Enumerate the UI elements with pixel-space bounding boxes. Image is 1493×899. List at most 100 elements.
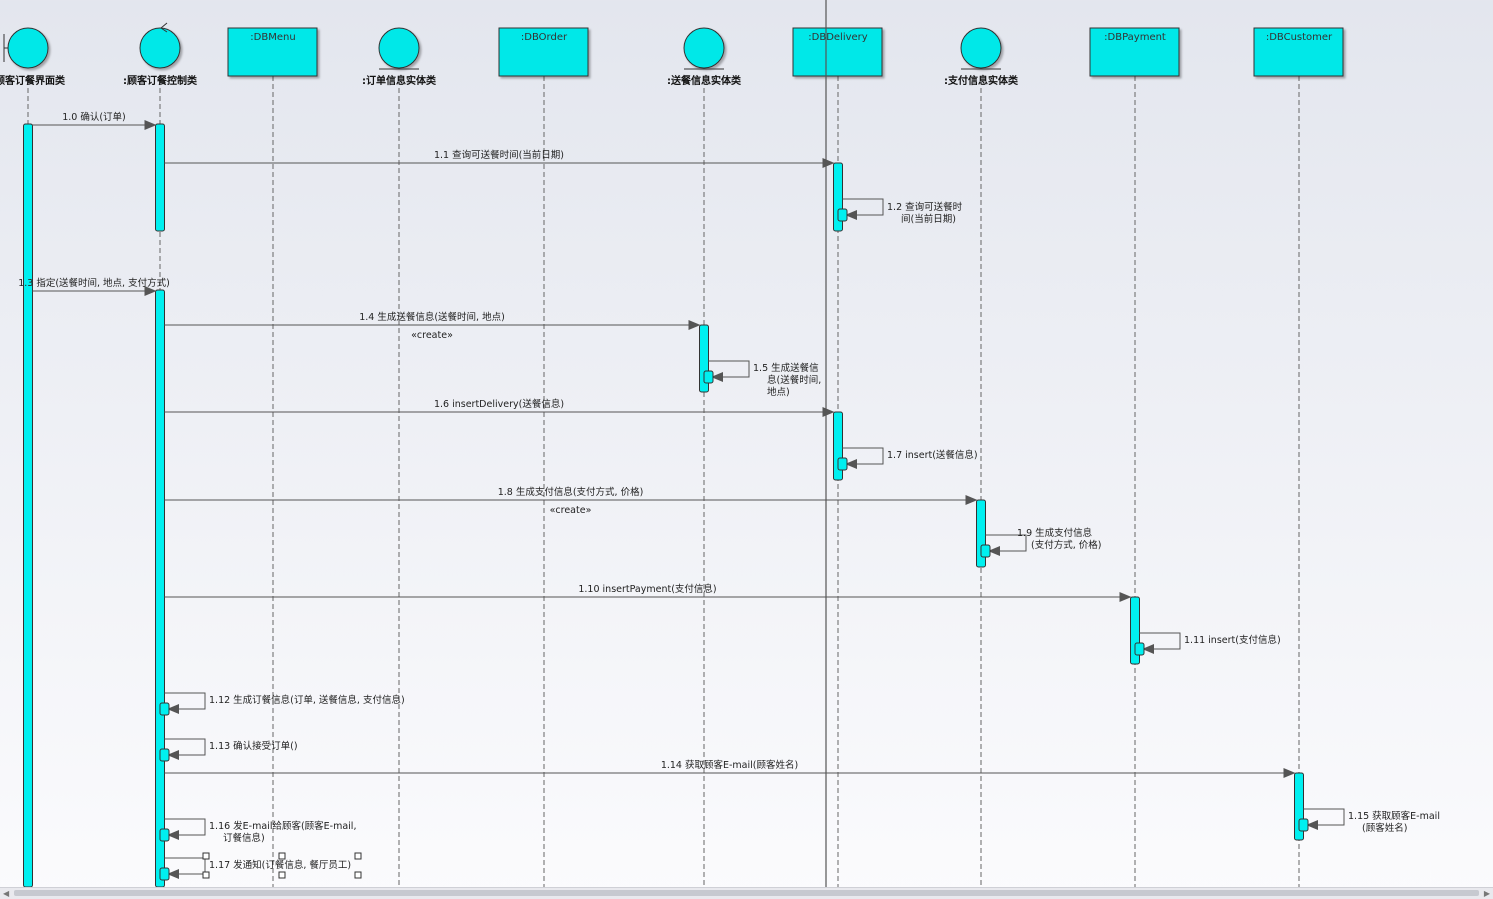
boundary-icon (7, 27, 49, 69)
selection-handle[interactable] (278, 852, 286, 860)
message[interactable]: 1.1 查询可送餐时间(当前日期) (164, 149, 835, 168)
self-message-arrow[interactable] (985, 534, 1027, 556)
self-activation (980, 544, 991, 558)
message-label: 1.5 生成送餐信息(送餐时间,地点) (753, 362, 821, 398)
selection-handle[interactable] (354, 871, 362, 879)
lifeline-label: :DBCustomer (1266, 32, 1333, 43)
entity-icon (960, 27, 1002, 69)
message[interactable]: 1.8 生成支付信息(支付方式, 价格) «create» (164, 486, 978, 516)
message-label: 1.4 生成送餐信息(送餐时间, 地点) (359, 311, 505, 323)
message-label: 1.9 生成支付信息(支付方式, 价格) (1017, 527, 1101, 551)
lifeline[interactable]: :DBOrder (498, 27, 589, 887)
message[interactable]: 1.12 生成订餐信息(订单, 送餐信息, 支付信息) (159, 692, 405, 716)
message-label: 1.8 生成支付信息(支付方式, 价格) (498, 486, 644, 498)
message[interactable]: 1.2 查询可送餐时间(当前日期) (837, 198, 963, 225)
self-message-arrow[interactable] (842, 447, 884, 469)
scroll-left-icon[interactable]: ◀ (3, 889, 10, 898)
lifeline-label: :DBOrder (521, 32, 568, 43)
lifeline-label: :DBMenu (250, 32, 295, 43)
lifeline[interactable]: :订单信息实体类 (362, 27, 436, 887)
self-message-arrow[interactable] (1139, 632, 1181, 654)
entity-icon (683, 27, 725, 69)
self-activation (1134, 642, 1145, 656)
lifeline[interactable]: :DBDelivery (792, 27, 883, 887)
self-message-arrow[interactable] (1303, 808, 1345, 830)
class-box[interactable] (1253, 27, 1344, 77)
activation-bar[interactable] (23, 123, 33, 887)
self-activation (159, 748, 170, 762)
self-activation (159, 828, 170, 842)
message[interactable]: 1.9 生成支付信息(支付方式, 价格) (980, 527, 1101, 558)
self-activation (703, 370, 714, 384)
message[interactable]: 1.16 发E-mail给顾客(顾客E-mail,订餐信息) (159, 818, 356, 844)
message-label: 1.0 确认(订单) (62, 111, 126, 123)
message[interactable]: 1.15 获取顾客E-mail(顾客姓名) (1298, 808, 1440, 834)
class-box[interactable] (792, 27, 883, 77)
message-label: 1.15 获取顾客E-mail(顾客姓名) (1348, 810, 1440, 834)
self-message-arrow[interactable] (708, 360, 750, 382)
lifeline-label: :送餐信息实体类 (667, 74, 741, 87)
message-label: 1.2 查询可送餐时间(当前日期) (887, 201, 963, 225)
self-message-arrow[interactable] (164, 857, 206, 879)
lifeline[interactable]: :支付信息实体类 (944, 27, 1018, 887)
self-message-arrow[interactable] (164, 738, 206, 760)
message[interactable]: 1.5 生成送餐信息(送餐时间,地点) (703, 360, 821, 398)
message[interactable]: 1.11 insert(支付信息) (1134, 632, 1281, 656)
message[interactable]: 1.3 指定(送餐时间, 地点, 支付方式) (18, 277, 170, 296)
lifeline-label: :DBDelivery (808, 32, 868, 43)
self-activation (837, 457, 848, 471)
selection-handle[interactable] (202, 871, 210, 879)
message[interactable]: 1.13 确认接受订单() (159, 738, 298, 762)
message[interactable]: 1.6 insertDelivery(送餐信息) (164, 398, 835, 417)
lifeline[interactable]: :DBPayment (1089, 27, 1180, 887)
class-box[interactable] (227, 27, 318, 77)
message-label: 1.16 发E-mail给顾客(顾客E-mail,订餐信息) (209, 820, 356, 844)
lifeline-label: :支付信息实体类 (944, 74, 1018, 87)
message-label: 1.7 insert(送餐信息) (887, 449, 978, 461)
message[interactable]: 1.14 获取顾客E-mail(顾客姓名) (164, 759, 1296, 778)
lifeline-label: :订单信息实体类 (362, 74, 436, 87)
self-activation (159, 702, 170, 716)
message[interactable]: 1.4 生成送餐信息(送餐时间, 地点) «create» (164, 311, 701, 341)
message-label: 1.6 insertDelivery(送餐信息) (434, 398, 564, 410)
lifeline-label: :DBPayment (1104, 32, 1166, 43)
class-box[interactable] (1089, 27, 1180, 77)
entity-icon (378, 27, 420, 69)
selection-handle[interactable] (278, 871, 286, 879)
scrollbar-thumb[interactable] (14, 890, 1479, 896)
activation-bar[interactable] (155, 123, 165, 232)
lifeline[interactable]: :DBCustomer (1253, 27, 1344, 887)
self-message-arrow[interactable] (164, 692, 206, 714)
control-icon (139, 27, 181, 69)
selection-handle[interactable] (354, 852, 362, 860)
self-message-arrow[interactable] (842, 198, 884, 220)
message[interactable]: 1.17 发通知(订餐信息, 餐厅员工) (159, 857, 351, 881)
lifeline[interactable]: :DBMenu (227, 27, 318, 887)
message-stereotype: «create» (550, 505, 592, 516)
lifeline-label: :顾客订餐界面类 (0, 74, 65, 87)
self-activation (1298, 818, 1309, 832)
self-message-arrow[interactable] (164, 818, 206, 840)
self-activation (837, 208, 848, 222)
message[interactable]: 1.7 insert(送餐信息) (837, 447, 978, 471)
lifeline-label: :顾客订餐控制类 (123, 74, 197, 87)
message-label: 1.10 insertPayment(支付信息) (578, 583, 716, 595)
class-box[interactable] (498, 27, 589, 77)
lifeline[interactable]: :送餐信息实体类 (667, 27, 741, 887)
message-label: 1.14 获取顾客E-mail(顾客姓名) (661, 759, 798, 771)
self-activation (159, 867, 170, 881)
message-label: 1.11 insert(支付信息) (1184, 634, 1281, 646)
message[interactable]: 1.0 确认(订单) (32, 111, 157, 130)
scroll-right-icon[interactable]: ▶ (1483, 889, 1490, 898)
activation-bar[interactable] (155, 289, 165, 887)
horizontal-scrollbar[interactable]: ◀ ▶ (0, 887, 1493, 899)
message-label: 1.12 生成订餐信息(订单, 送餐信息, 支付信息) (209, 694, 405, 706)
message-stereotype: «create» (411, 330, 453, 341)
message-label: 1.13 确认接受订单() (209, 740, 298, 752)
control-arrow-icon (160, 22, 168, 33)
message-label: 1.3 指定(送餐时间, 地点, 支付方式) (18, 277, 170, 289)
message[interactable]: 1.10 insertPayment(支付信息) (164, 583, 1132, 602)
message-label: 1.17 发通知(订餐信息, 餐厅员工) (209, 859, 351, 871)
selection-handle[interactable] (202, 852, 210, 860)
